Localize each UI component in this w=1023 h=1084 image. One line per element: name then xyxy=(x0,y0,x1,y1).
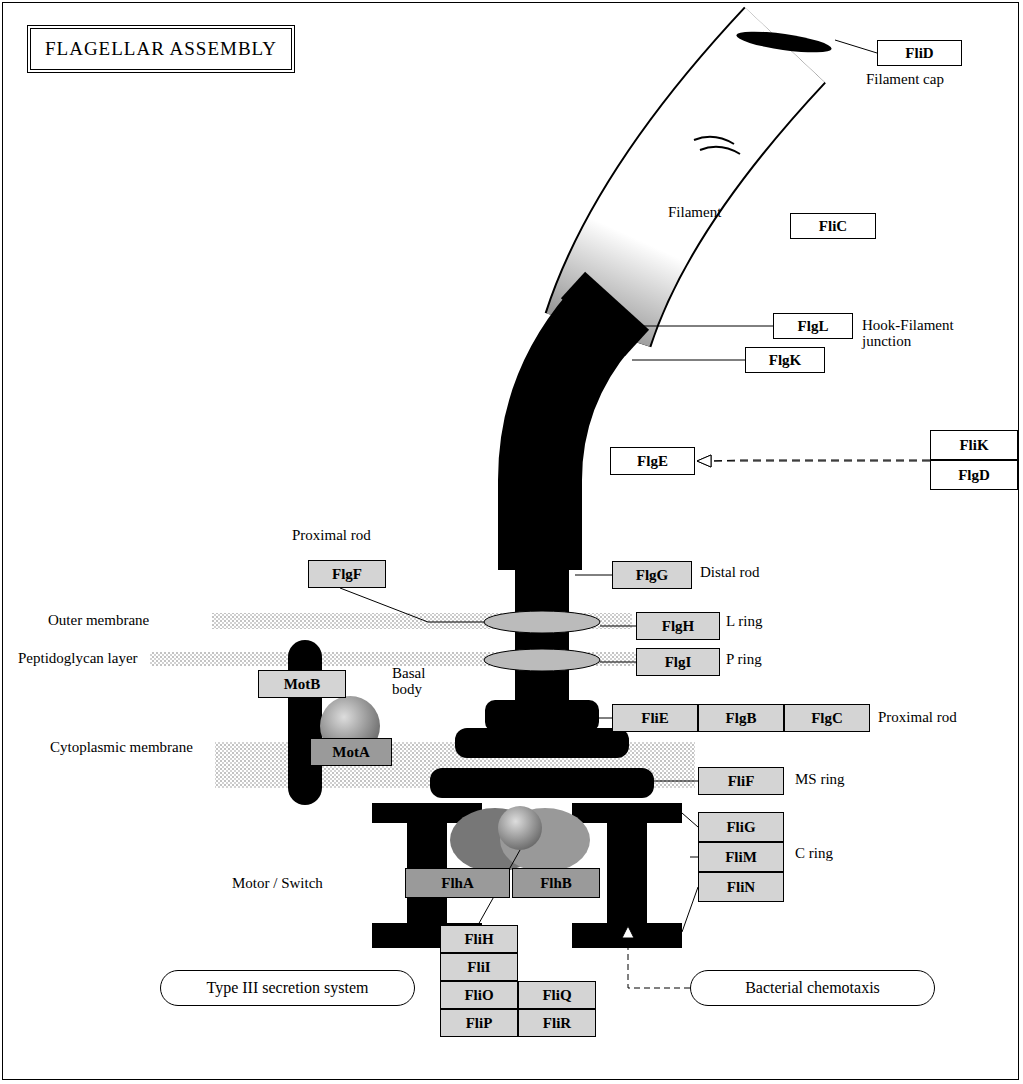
protein-box: FliD xyxy=(877,40,962,66)
part-label: C ring xyxy=(795,846,833,862)
protein-box: FliO xyxy=(440,981,518,1009)
pathway-box: Bacterial chemotaxis xyxy=(690,970,935,1006)
protein-name: FliK xyxy=(956,437,991,454)
part-label: P ring xyxy=(726,652,762,668)
title-box: FLAGELLAR ASSEMBLY xyxy=(30,28,292,70)
protein-box: FlgC xyxy=(784,704,870,732)
protein-box: FliK xyxy=(930,430,1018,460)
protein-box: FliP xyxy=(440,1009,518,1037)
part-label: Cytoplasmic membrane xyxy=(50,740,193,756)
part-label: L ring xyxy=(726,614,763,630)
protein-box: MotA xyxy=(310,738,392,766)
protein-box: FliM xyxy=(698,842,784,872)
protein-name: FlgD xyxy=(955,467,993,484)
protein-name: FliR xyxy=(540,1015,574,1032)
protein-name: FlhA xyxy=(438,875,477,892)
protein-box: FliQ xyxy=(518,981,596,1009)
protein-box: FliI xyxy=(440,953,518,981)
protein-box: FlhB xyxy=(512,868,600,898)
protein-name: FliD xyxy=(902,45,936,62)
protein-name: FlgC xyxy=(808,710,846,727)
protein-box: FlgF xyxy=(308,560,386,588)
protein-name: FlgL xyxy=(795,318,832,335)
protein-box: FlgH xyxy=(636,612,720,640)
protein-name: FliC xyxy=(816,218,850,235)
protein-box: FliH xyxy=(440,925,518,953)
part-label: Outer membrane xyxy=(48,613,149,629)
protein-box: FliE xyxy=(612,704,698,732)
protein-box: FliN xyxy=(698,872,784,902)
protein-name: FlgH xyxy=(659,618,698,635)
part-label: Filament cap xyxy=(866,72,944,88)
part-label: Hook-Filament junction xyxy=(862,318,1002,350)
protein-name: FliH xyxy=(461,931,496,948)
part-label: MS ring xyxy=(795,772,845,788)
protein-box: FlgI xyxy=(636,648,720,676)
protein-name: FlgI xyxy=(662,654,695,671)
part-label: Basal body xyxy=(392,666,452,698)
protein-name: FliE xyxy=(638,710,672,727)
protein-box: FlhA xyxy=(405,868,510,898)
protein-name: FlgF xyxy=(329,566,365,583)
protein-box: FlgE xyxy=(610,447,695,475)
protein-name: FliG xyxy=(723,819,758,836)
protein-name: FliP xyxy=(463,1015,496,1032)
protein-name: FliN xyxy=(724,879,758,896)
protein-box: FliG xyxy=(698,812,784,842)
dashed-arrow xyxy=(697,455,930,467)
protein-box: FliC xyxy=(790,213,876,239)
protein-box: FliF xyxy=(698,767,784,795)
protein-name: FlgK xyxy=(766,352,805,369)
protein-box: FlgD xyxy=(930,460,1018,490)
protein-name: FliI xyxy=(464,959,493,976)
protein-box: FliR xyxy=(518,1009,596,1037)
part-label: Proximal rod xyxy=(292,528,371,544)
protein-name: FliQ xyxy=(539,987,574,1004)
protein-name: FliO xyxy=(461,987,496,1004)
part-label: Motor / Switch xyxy=(232,876,323,892)
protein-box: FlgL xyxy=(773,313,853,339)
part-label: Distal rod xyxy=(700,565,760,581)
protein-name: FlgE xyxy=(634,453,671,470)
part-label: Filament xyxy=(668,205,721,221)
protein-name: Type III secretion system xyxy=(204,979,372,997)
protein-name: FliM xyxy=(722,849,760,866)
protein-name: MotA xyxy=(329,744,373,761)
pathway-box: Type III secretion system xyxy=(160,970,415,1006)
protein-box: FlgB xyxy=(698,704,784,732)
protein-box: MotB xyxy=(258,670,346,698)
protein-name: FlgB xyxy=(723,710,760,727)
protein-box: FlgK xyxy=(745,347,825,373)
dashed-arrow xyxy=(697,455,930,467)
protein-name: FlhB xyxy=(537,875,575,892)
part-label: Peptidoglycan layer xyxy=(18,651,138,667)
part-label: Proximal rod xyxy=(878,710,957,726)
protein-name: FliF xyxy=(725,773,758,790)
protein-name: MotB xyxy=(281,676,324,693)
protein-name: Bacterial chemotaxis xyxy=(742,979,883,997)
protein-name: FlgG xyxy=(633,567,672,584)
protein-box: FlgG xyxy=(612,561,692,589)
